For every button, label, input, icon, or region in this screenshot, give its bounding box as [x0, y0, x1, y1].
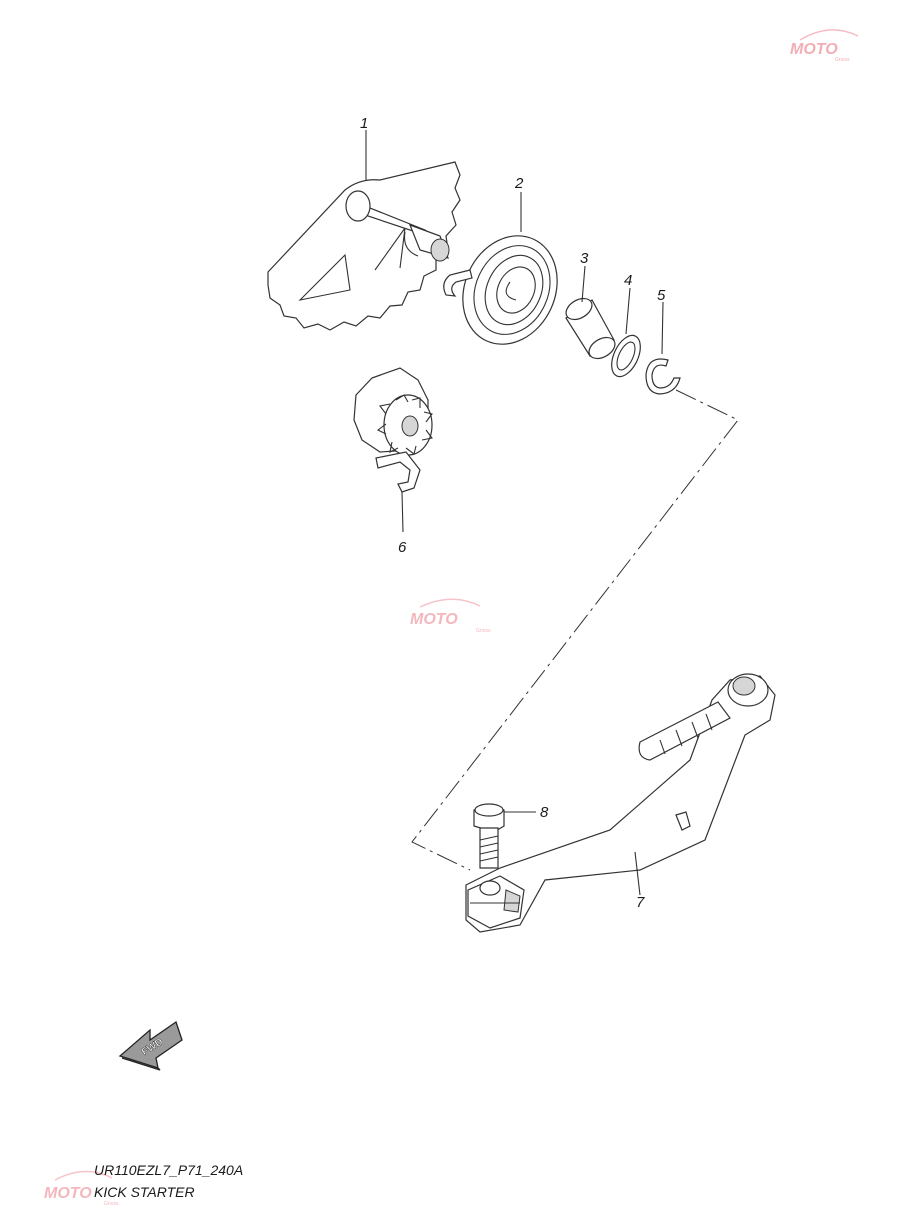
part-5-circlip [645, 358, 681, 395]
part-label-1: 1 [360, 115, 368, 132]
part-label-7: 7 [636, 894, 645, 911]
watermark-center-brand: MOTO [410, 611, 458, 628]
watermark-center-sub: Gnoss [476, 628, 491, 634]
watermark-bottom: MOTO Gnoss [44, 1170, 119, 1207]
watermark-bottom-brand: MOTO [44, 1185, 92, 1202]
part-label-5: 5 [657, 287, 666, 304]
part-label-2: 2 [514, 175, 524, 192]
part-4-washer [611, 334, 641, 378]
watermark-bottom-sub: Gnoss [104, 1201, 119, 1207]
part-label-3: 3 [580, 250, 589, 267]
part-label-8: 8 [540, 804, 549, 821]
part-labels: 1 2 3 4 5 6 7 8 [360, 115, 666, 911]
assembly-line [411, 389, 739, 871]
part-label-6: 6 [398, 539, 407, 556]
watermark-brand: MOTO [790, 41, 838, 58]
part-1-kick-shaft-gear [267, 161, 461, 331]
section-title: KICK STARTER [94, 1184, 195, 1200]
footer: UR110EZL7_P71_240A KICK STARTER [94, 1162, 243, 1200]
part-8-bolt [473, 803, 505, 869]
part-7-kick-lever [465, 673, 776, 933]
leader-lines [365, 130, 664, 896]
part-label-4: 4 [624, 272, 632, 289]
watermark-center: MOTO Gnoss [410, 598, 491, 634]
part-2-spring [443, 235, 558, 345]
watermark-top: MOTO Gnoss [790, 29, 859, 63]
part-3-collar [565, 297, 616, 360]
diagram-code: UR110EZL7_P71_240A [94, 1162, 243, 1178]
watermark-sub: Gnoss [835, 57, 850, 63]
part-6-drive-gear [353, 367, 433, 493]
fwd-arrow-icon: FWD [118, 1020, 183, 1071]
